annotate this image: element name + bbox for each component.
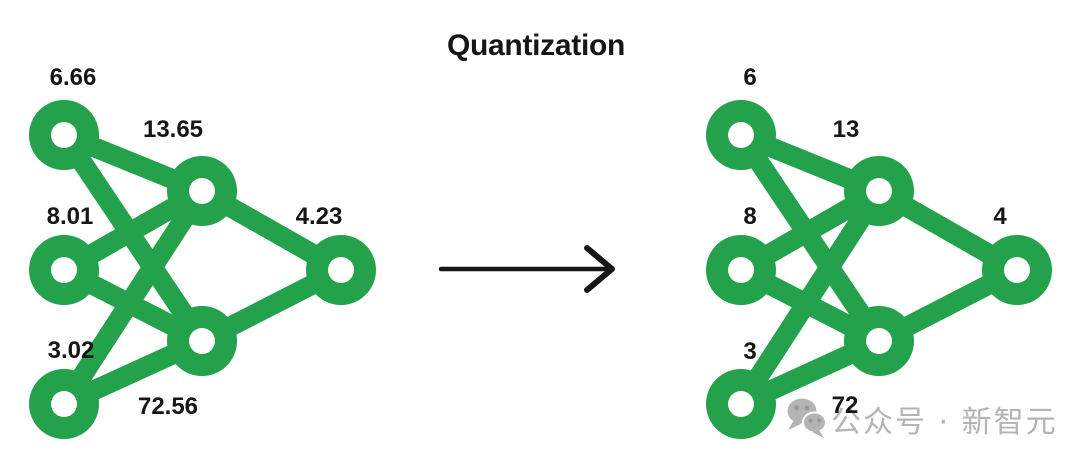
networks-layer: [29, 100, 1052, 439]
network-node-hole: [728, 122, 754, 148]
weight-label-left-input-bottom: 3.02: [47, 337, 95, 364]
left-network: [29, 100, 376, 439]
network-node-hole: [51, 122, 77, 148]
network-node-hole: [51, 391, 77, 417]
network-node-hole: [866, 178, 892, 204]
weight-label-right-input-top: 6: [743, 64, 757, 91]
weight-label-left-output: 4.23: [295, 203, 343, 230]
diagram-title: Quantization: [446, 29, 626, 62]
network-edge: [731, 181, 889, 414]
arrow-head: [584, 245, 615, 293]
weight-label-right-input-middle: 8: [743, 203, 757, 230]
network-node-hole: [189, 328, 215, 354]
network-node-hole: [728, 257, 754, 283]
network-node-hole: [189, 178, 215, 204]
watermark-text: 公众号 · 新智元: [831, 405, 1058, 440]
weight-label-left-input-top: 6.66: [49, 64, 97, 91]
right-network: [706, 100, 1052, 439]
network-edge: [54, 181, 212, 414]
weight-label-right-output: 4: [993, 203, 1007, 230]
weight-label-left-input-middle: 8.01: [46, 203, 94, 230]
network-node-hole: [866, 328, 892, 354]
network-node-hole: [1004, 257, 1030, 283]
network-node-hole: [51, 257, 77, 283]
network-node-hole: [328, 257, 354, 283]
network-node-hole: [728, 391, 754, 417]
weight-label-right-input-bottom: 3: [743, 338, 757, 365]
weight-label-right-hidden-bottom: 72: [831, 392, 859, 419]
right-arrow-icon: [438, 245, 615, 293]
weight-label-right-hidden-top: 13: [832, 116, 860, 143]
wechat-icon: [787, 398, 827, 438]
weight-label-left-hidden-bottom: 72.56: [137, 393, 199, 420]
weight-label-left-hidden-top: 13.65: [142, 116, 204, 143]
